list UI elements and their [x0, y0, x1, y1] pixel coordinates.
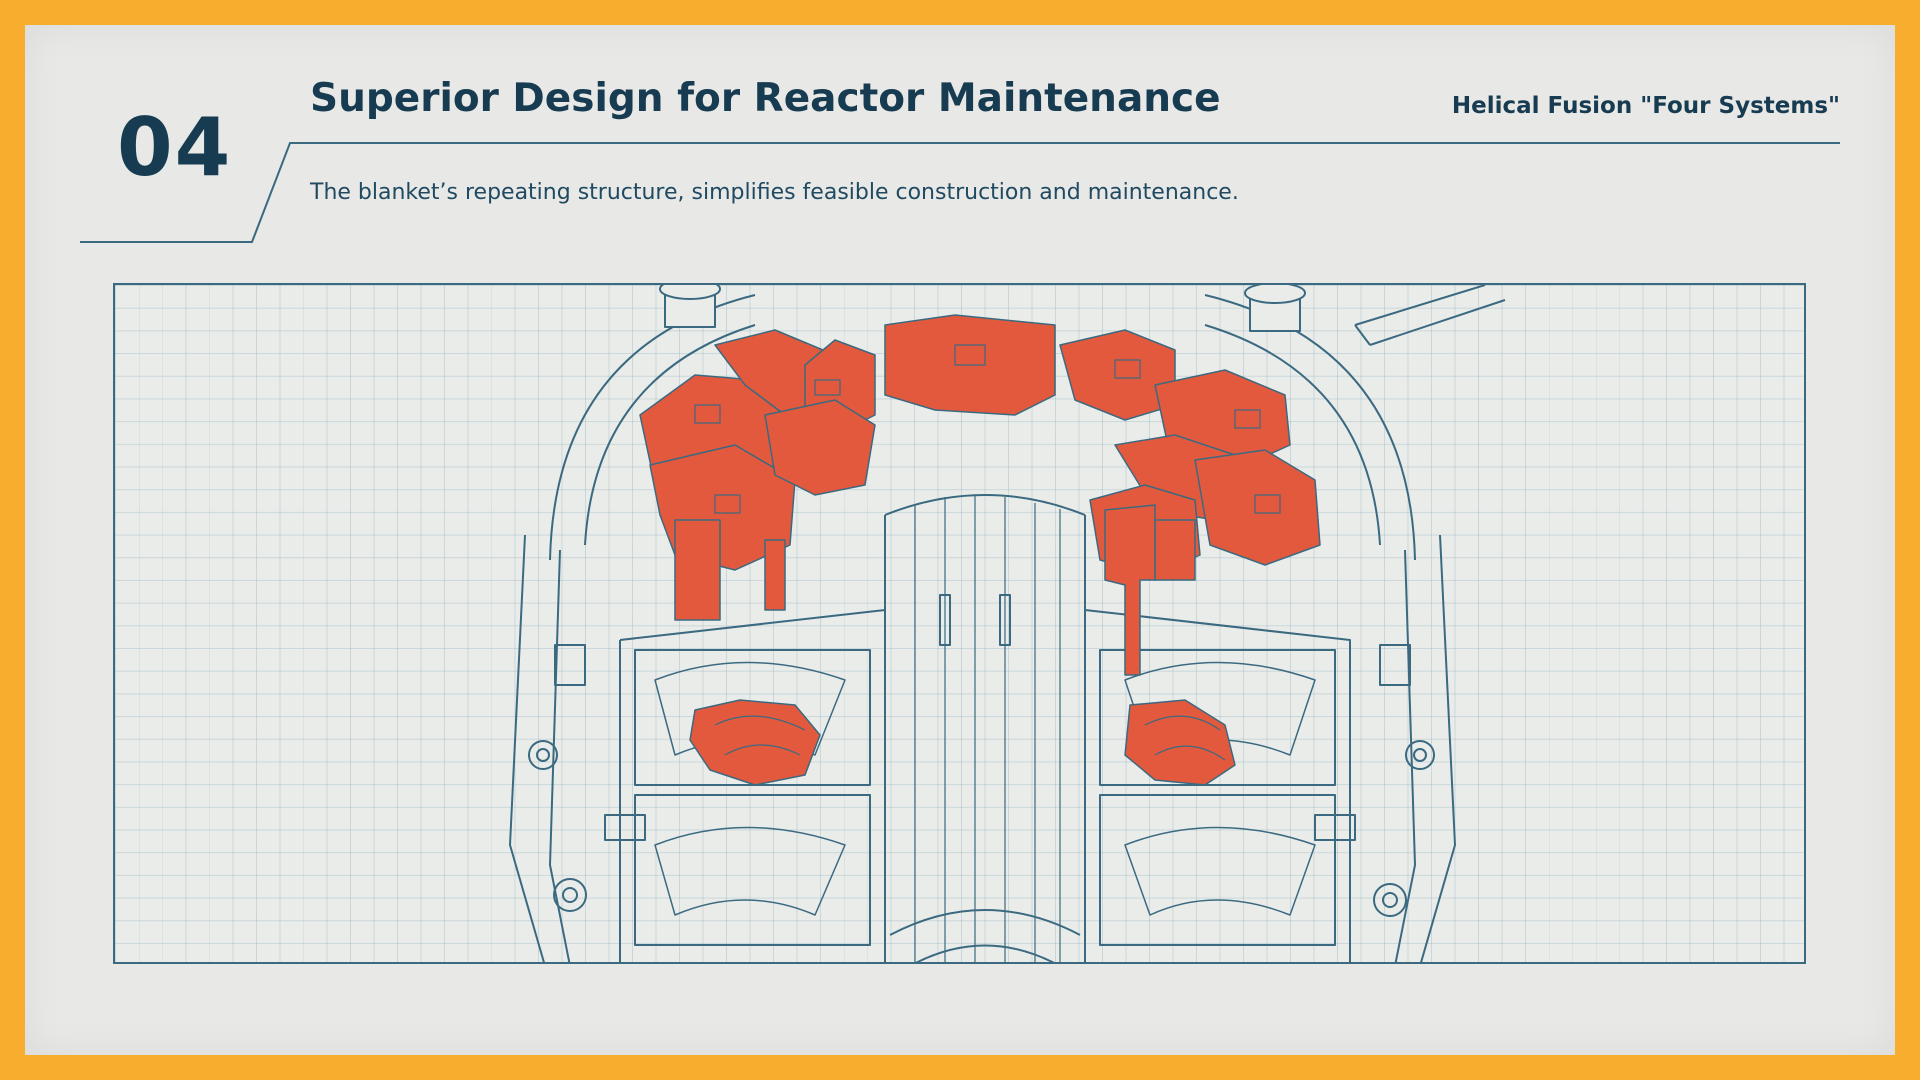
series-label: Helical Fusion "Four Systems" — [1451, 93, 1840, 119]
reactor-blanket-cutaway-icon — [509, 285, 1506, 962]
page-subtitle: The blanket’s repeating structure, simpl… — [310, 180, 1239, 205]
page-title: Superior Design for Reactor Maintenance — [310, 76, 1221, 121]
section-number: 04 — [117, 101, 233, 194]
blueprint-grid-panel — [113, 283, 1806, 964]
